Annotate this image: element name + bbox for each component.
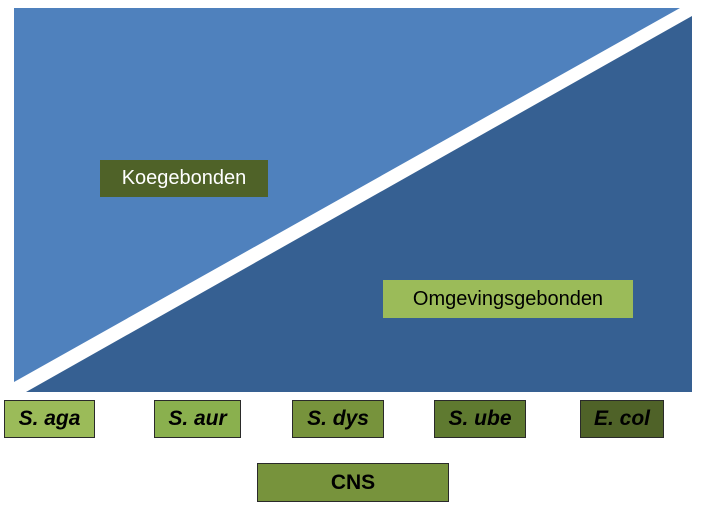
diagram-canvas [14, 8, 692, 392]
species-box-s-ube: S. ube [434, 400, 526, 438]
species-box-e-col: E. col [580, 400, 664, 438]
cns-box: CNS [257, 463, 449, 502]
species-box-s-aur: S. aur [154, 400, 241, 438]
koegebonden-label: Koegebonden [100, 160, 268, 197]
species-box-s-aga: S. aga [4, 400, 95, 438]
upper-triangle-region [14, 8, 680, 382]
omgevingsgebonden-label: Omgevingsgebonden [383, 280, 633, 318]
species-box-s-dys: S. dys [292, 400, 384, 438]
